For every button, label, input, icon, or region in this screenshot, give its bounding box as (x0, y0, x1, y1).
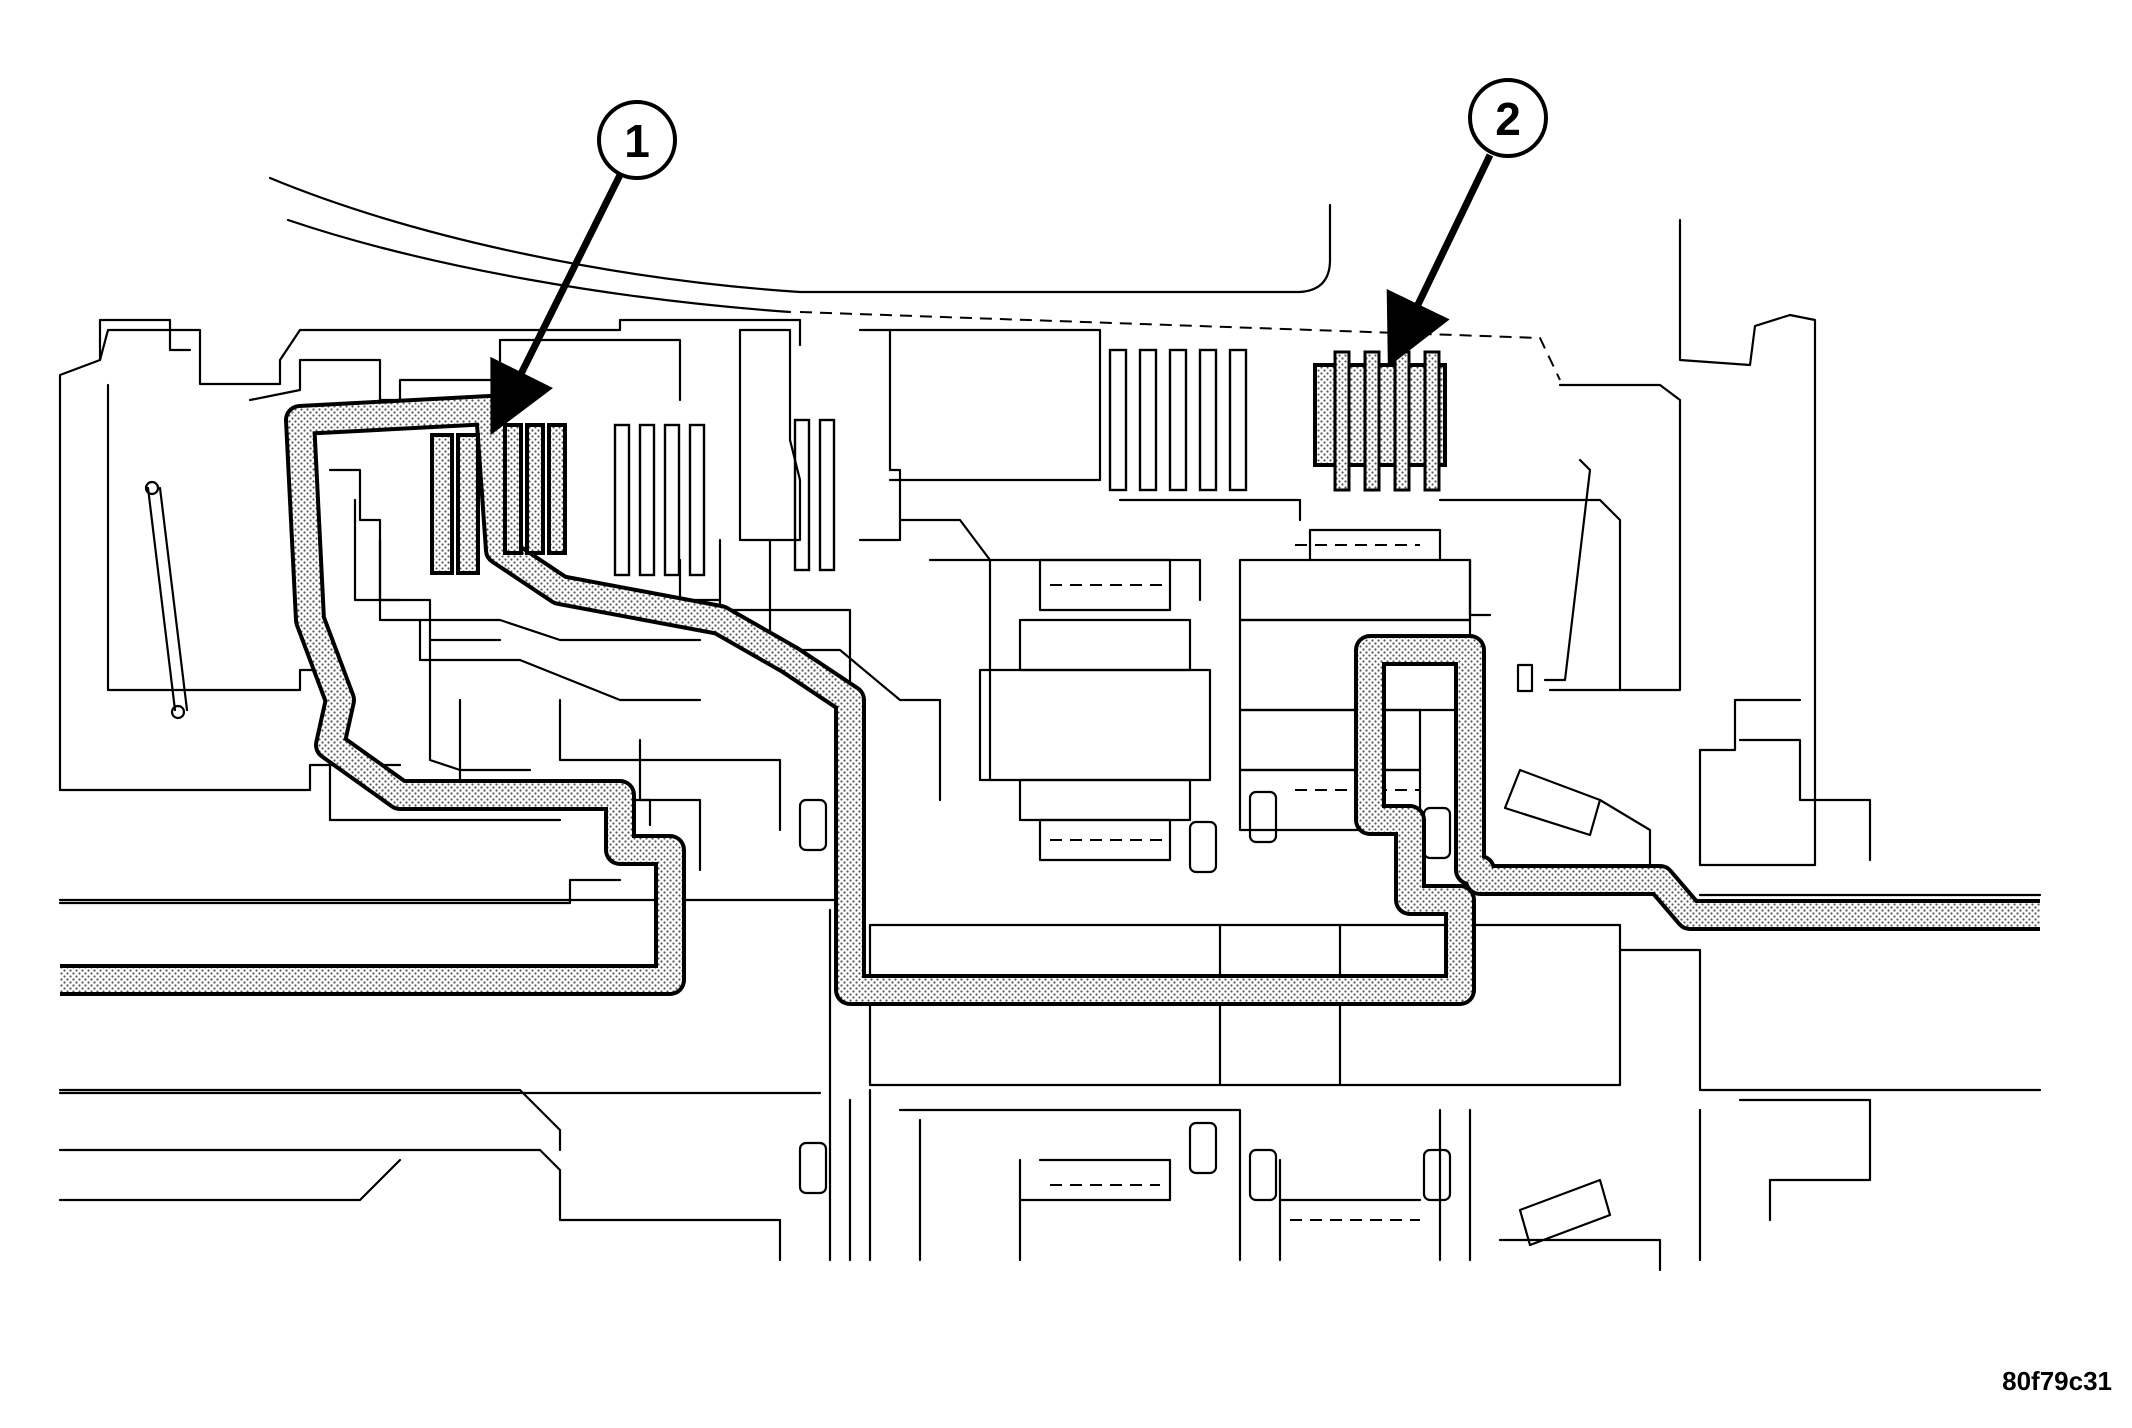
callout-2-leader-arrow (1386, 153, 1494, 368)
callout-1: 1 (490, 100, 677, 436)
callout-1-circle (597, 100, 677, 180)
rear-housing (1438, 383, 1872, 1272)
highlighted-clutch-1 (430, 423, 567, 575)
fluid-passage-highlight (60, 394, 2040, 1006)
callout-2: 2 (1386, 78, 1548, 368)
highlighted-clutch-2 (1313, 350, 1447, 492)
clutch-plates-right (799, 311, 1561, 492)
callout-1-label: 1 (624, 115, 650, 167)
figure-id-label: 80f79c31 (2002, 1366, 2112, 1396)
transmission-case-outline (58, 176, 1817, 1262)
clutch-plates-left (613, 418, 836, 577)
callout-2-circle (1468, 78, 1548, 158)
main-shaft (58, 893, 2042, 1262)
callout-2-label: 2 (1495, 93, 1521, 145)
parking-lever-linkage (144, 480, 189, 720)
callout-1-leader-arrow (490, 173, 624, 436)
